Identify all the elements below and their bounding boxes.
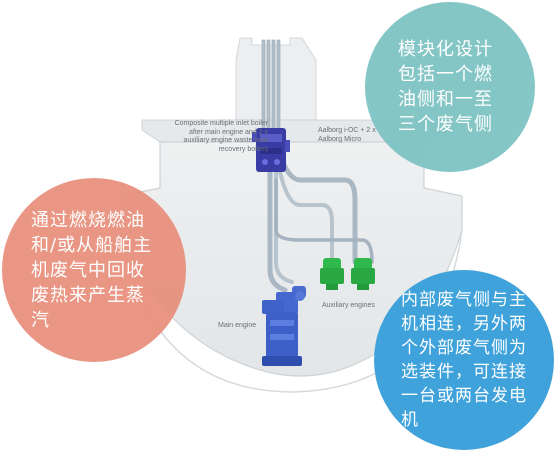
callout-modular-design-text: 模块化设计包括一个燃油侧和一至三个废气侧	[398, 39, 493, 135]
callout-exhaust-sides-text: 内部废气侧与主机相连，另外两个外部废气侧为选装件，可连接一台或两台发电机	[401, 290, 527, 430]
main-engine-pipe	[267, 157, 288, 293]
main-engine-label: Main engine	[218, 322, 257, 329]
callout-steam-generation: 通过燃烧燃油和/或从船舶主机废气中回收废热来产生蒸汽	[2, 178, 186, 362]
main-engine-icon	[262, 286, 306, 366]
aux-pipe-1	[279, 157, 358, 265]
auxiliary-engines-label: Auxiliary engines	[322, 302, 375, 309]
aux-pipe-2	[278, 170, 334, 264]
boiler-icon	[252, 128, 290, 172]
aux-pipe-3	[274, 178, 374, 264]
aalborg-label: Aalborg i-OC + 2 x Aalborg Micro	[318, 127, 376, 143]
callout-exhaust-sides: 内部废气侧与主机相连，另外两个外部废气侧为选装件，可连接一台或两台发电机	[374, 270, 554, 450]
main-engine-pipe-2	[274, 158, 294, 284]
composite-boiler-label: Composite multiple inlet boiler after ma…	[174, 120, 268, 153]
auxiliary-engine-icon	[320, 258, 375, 290]
callout-modular-design: 模块化设计包括一个燃油侧和一至三个废气侧	[365, 2, 535, 172]
callout-steam-generation-text: 通过燃烧燃油和/或从船舶主机废气中回收废热来产生蒸汽	[31, 209, 153, 331]
